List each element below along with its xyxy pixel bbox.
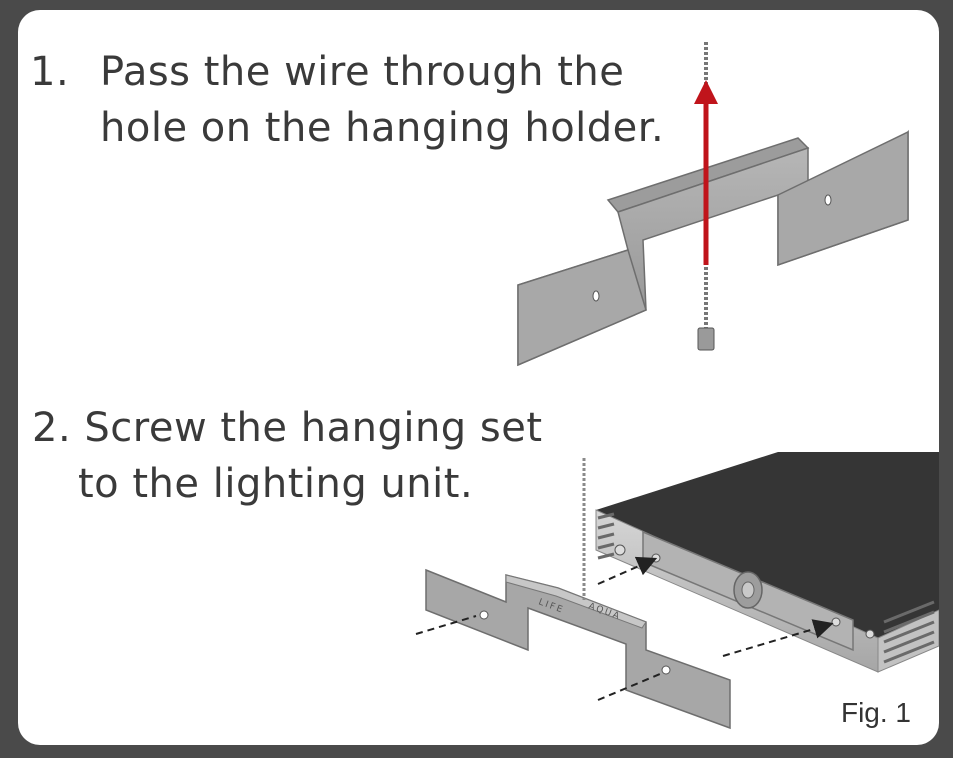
step-2-line-2: to the lighting unit. bbox=[78, 461, 474, 507]
step-2-line-1: 2. Screw the hanging set bbox=[32, 405, 543, 451]
instruction-card: LIFE AQUA 1. Pass the wire through the h… bbox=[18, 10, 939, 745]
step-1-number: 1. bbox=[30, 49, 70, 95]
illustration: LIFE AQUA bbox=[415, 42, 939, 730]
screw-guide-arrows bbox=[415, 556, 834, 701]
hanging-set-plate: LIFE AQUA bbox=[425, 458, 731, 730]
figure-label: Fig. 1 bbox=[840, 697, 911, 728]
hanging-holder-bracket bbox=[517, 129, 909, 367]
step-1-line-1: Pass the wire through the bbox=[100, 49, 625, 95]
step-1-line-2: hole on the hanging holder. bbox=[100, 105, 665, 151]
pass-through-arrow bbox=[694, 80, 718, 265]
